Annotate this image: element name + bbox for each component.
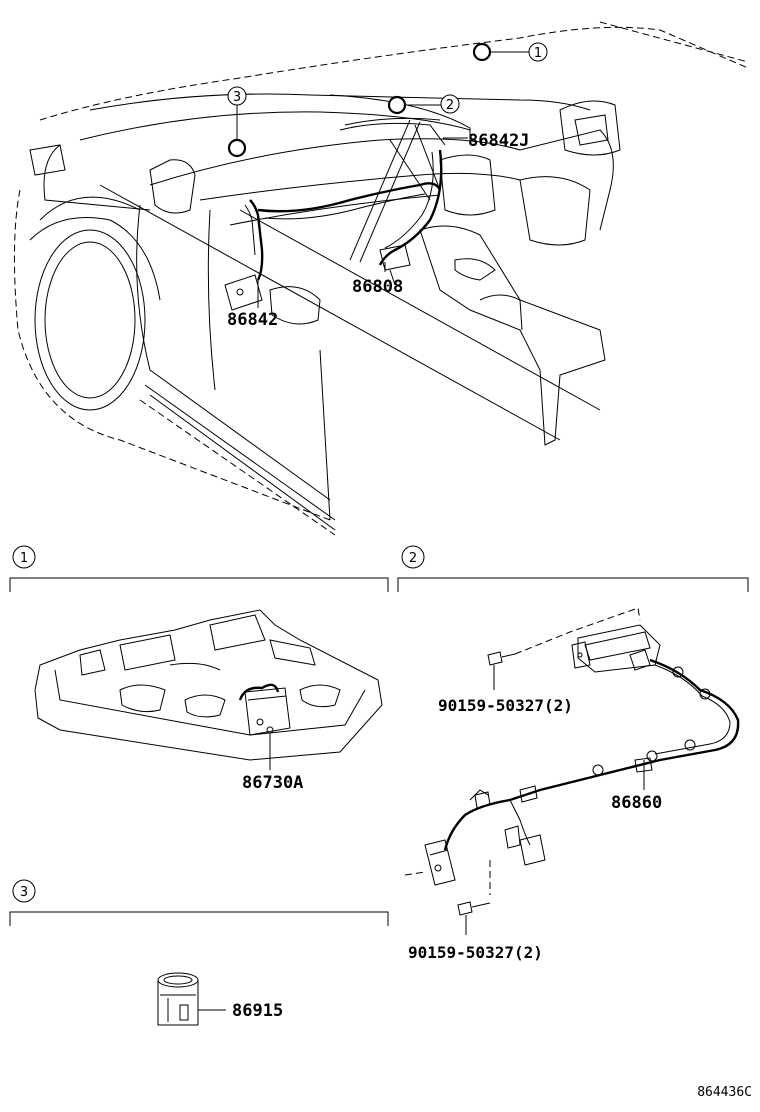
svg-text:2: 2 — [446, 98, 454, 113]
callout-1-marker: 1 — [472, 42, 548, 62]
section-3-header: 3 — [9, 879, 389, 926]
svg-text:1: 1 — [534, 46, 542, 61]
diagram-id: 864436C — [697, 1085, 752, 1100]
overhead-console-drawing — [34, 609, 383, 770]
callout-3-marker: 3 — [227, 86, 247, 158]
callout-2-marker: 2 — [387, 94, 460, 115]
svg-text:2: 2 — [409, 551, 417, 566]
svg-text:3: 3 — [233, 90, 241, 105]
svg-text:86842: 86842 — [227, 310, 278, 330]
vehicle-interior-view — [13, 21, 749, 536]
svg-text:1: 1 — [20, 551, 28, 566]
label-86808: 86808 — [352, 262, 403, 297]
label-86915: 86915 — [232, 1001, 283, 1021]
label-86842J: 86842J — [443, 131, 529, 151]
section-2-header: 2 — [397, 545, 749, 592]
label-86842: 86842 — [227, 280, 278, 330]
section-1-header: 1 — [9, 545, 389, 592]
indicator-lamp-drawing — [157, 972, 226, 1026]
label-86860: 86860 — [611, 793, 662, 813]
svg-text:86808: 86808 — [352, 277, 403, 297]
airbag-harness-drawing — [404, 607, 740, 935]
svg-text:86842J: 86842J — [468, 131, 529, 151]
label-86730A: 86730A — [242, 773, 303, 793]
label-bolt-top: 90159-50327(2) — [438, 696, 573, 715]
svg-text:3: 3 — [20, 885, 28, 900]
label-bolt-bottom: 90159-50327(2) — [408, 943, 543, 962]
